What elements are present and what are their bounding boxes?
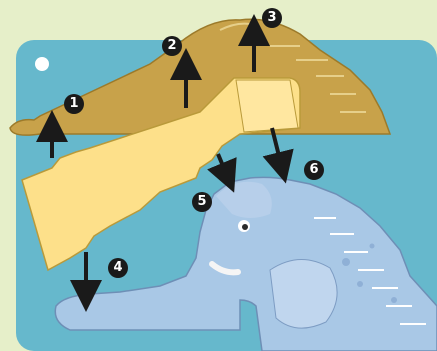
- middle-stand-piece: [21, 77, 301, 272]
- elephant-tusk: [209, 261, 241, 276]
- step-badge-4: 4: [108, 258, 128, 278]
- stand-tab: [235, 79, 299, 133]
- arrow-5: [207, 153, 237, 193]
- step-badge-3: 3: [262, 8, 282, 28]
- step-badge-2: 2: [162, 36, 182, 56]
- step-badge-6: 6: [304, 160, 324, 180]
- step-badge-1: 1: [64, 94, 84, 114]
- elephant-spots: [342, 243, 397, 303]
- elephant-pupil: [242, 224, 248, 230]
- assembly-arrows: [36, 14, 294, 312]
- step-badge-5: 5: [192, 192, 212, 212]
- elephant-steps: [314, 217, 426, 325]
- arrow-6: [262, 127, 294, 184]
- elephant-ear: [269, 259, 338, 329]
- panel-dot: [35, 57, 49, 71]
